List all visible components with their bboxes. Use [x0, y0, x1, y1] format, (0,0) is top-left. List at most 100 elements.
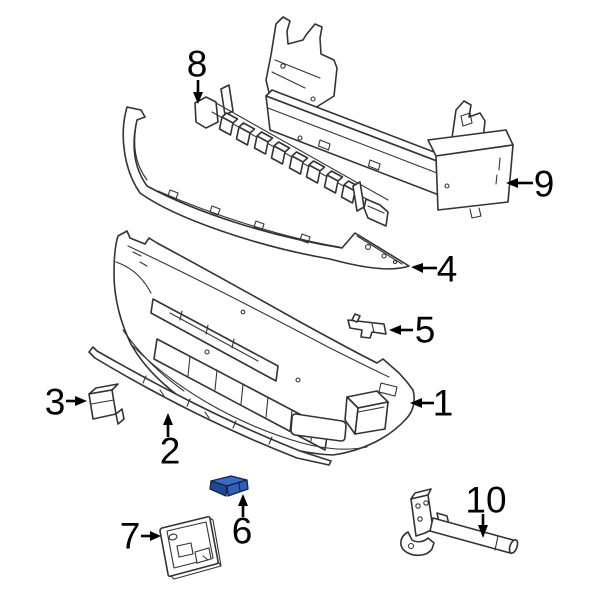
absorber-right-detail: [367, 205, 385, 214]
sensor-dot: [240, 309, 246, 315]
plate-hole: [176, 542, 194, 558]
part-7-license-plate-bracket: [159, 515, 222, 580]
plate-oval-hole: [168, 533, 178, 541]
molding-ticks: [142, 375, 273, 445]
lower-grille-band: [153, 338, 329, 451]
callout-7: 7: [120, 516, 161, 557]
callout-6-number: 6: [232, 511, 253, 552]
valance-outline: [122, 106, 410, 270]
callout-4: 4: [411, 249, 457, 290]
callout-2: 2: [160, 413, 181, 472]
callout-10-arrowhead: [478, 525, 488, 538]
bracket-hole: [423, 500, 429, 506]
grille-dividers: [187, 355, 314, 442]
cover-flange-line: [127, 245, 390, 378]
end-box-detail: [495, 157, 501, 185]
callout-9-arrowhead: [506, 178, 518, 188]
bracket-front: [88, 389, 117, 420]
plate-inner-line: [166, 521, 214, 569]
absorber-rib: [270, 141, 291, 165]
clip-prong: [351, 313, 361, 323]
part-6-bumper-bracket-highlighted: [209, 475, 249, 497]
callout-2-arrowhead: [163, 413, 173, 425]
corner-tab-marks: [132, 251, 148, 267]
callout-4-arrowhead: [411, 263, 423, 273]
highlight-front-face: [209, 480, 228, 497]
part-5-bracket: [347, 313, 387, 339]
bracket-side-flap: [115, 408, 125, 425]
license-recess: [290, 413, 347, 442]
molding-outline: [88, 346, 332, 466]
valance-hole: [392, 259, 398, 265]
right-plate-hole: [460, 112, 473, 127]
absorber-rib: [253, 131, 274, 155]
callout-7-arrowhead: [150, 531, 161, 541]
callout-3-arrowhead: [75, 396, 87, 406]
callout-3: 3: [45, 382, 87, 423]
beam-slot: [317, 139, 381, 171]
plate-thickness: [170, 517, 222, 580]
fog-lamp-box-side: [344, 396, 359, 435]
cover-outline: [113, 230, 415, 456]
absorber-left-end: [194, 96, 219, 129]
part-8-impact-absorber: [194, 84, 389, 227]
upper-grille-inner: [169, 310, 259, 362]
callout-9-number: 9: [534, 164, 555, 205]
callout-4-number: 4: [437, 249, 458, 290]
callout-1-number: 1: [433, 383, 454, 424]
valance-hole: [365, 244, 371, 250]
part-9-impact-bar: [265, 16, 514, 219]
absorber-rib: [218, 112, 239, 136]
beam-edge-line: [267, 107, 451, 179]
shaft-tick: [494, 535, 499, 551]
part-10-tow-hook: [400, 488, 519, 557]
bracket-hole: [417, 516, 423, 522]
sensor-dot: [295, 377, 301, 383]
callout-6: 6: [232, 494, 253, 552]
bracket-fold-line: [90, 399, 115, 405]
valance-slot-line: [157, 190, 341, 248]
hook-curve: [400, 531, 435, 557]
mount-hole: [280, 63, 286, 69]
absorber-rib: [323, 170, 344, 194]
bracket-hole: [415, 503, 421, 509]
part-4-valance-panel: [122, 106, 410, 270]
side-marker-slot: [378, 382, 398, 397]
callout-5: 5: [389, 310, 435, 351]
part-1-bumper-cover: [113, 230, 415, 456]
callout-6-arrowhead: [238, 494, 248, 506]
wheel-arch-line: [115, 261, 152, 294]
plate-hole-notch: [202, 555, 209, 561]
callout-1: 1: [410, 383, 453, 424]
valance-blade-line: [134, 119, 148, 181]
molding-tabs: [159, 389, 210, 419]
callout-10: 10: [465, 480, 507, 538]
part-3-bracket: [88, 383, 125, 425]
callout-3-number: 3: [45, 382, 66, 423]
callout-2-number: 2: [160, 431, 181, 472]
callout-8-arrowhead: [193, 92, 203, 104]
absorber-right-end: [363, 198, 389, 227]
beam-hole: [297, 135, 303, 141]
callout-5-arrowhead: [389, 325, 401, 335]
part-2-molding-strip: [88, 346, 332, 466]
callout-8-number: 8: [187, 44, 208, 85]
end-box-tab: [469, 207, 482, 219]
mount-hole: [310, 96, 316, 102]
callout-7-number: 7: [120, 516, 141, 557]
callout-10-number: 10: [465, 480, 506, 521]
absorber-rib: [288, 151, 309, 175]
callout-9: 9: [506, 164, 554, 205]
plate-detail-line: [271, 59, 321, 89]
callout-1-arrowhead: [410, 398, 422, 408]
highlight-side-tab: [226, 479, 249, 497]
callout-5-number: 5: [415, 310, 436, 351]
callout-8: 8: [187, 44, 208, 104]
end-box-front-face: [435, 144, 514, 211]
clip-fold-line: [371, 323, 375, 333]
hook-eye: [407, 542, 415, 550]
fog-box-detail: [357, 406, 385, 413]
shaft-end-cap: [508, 539, 519, 554]
